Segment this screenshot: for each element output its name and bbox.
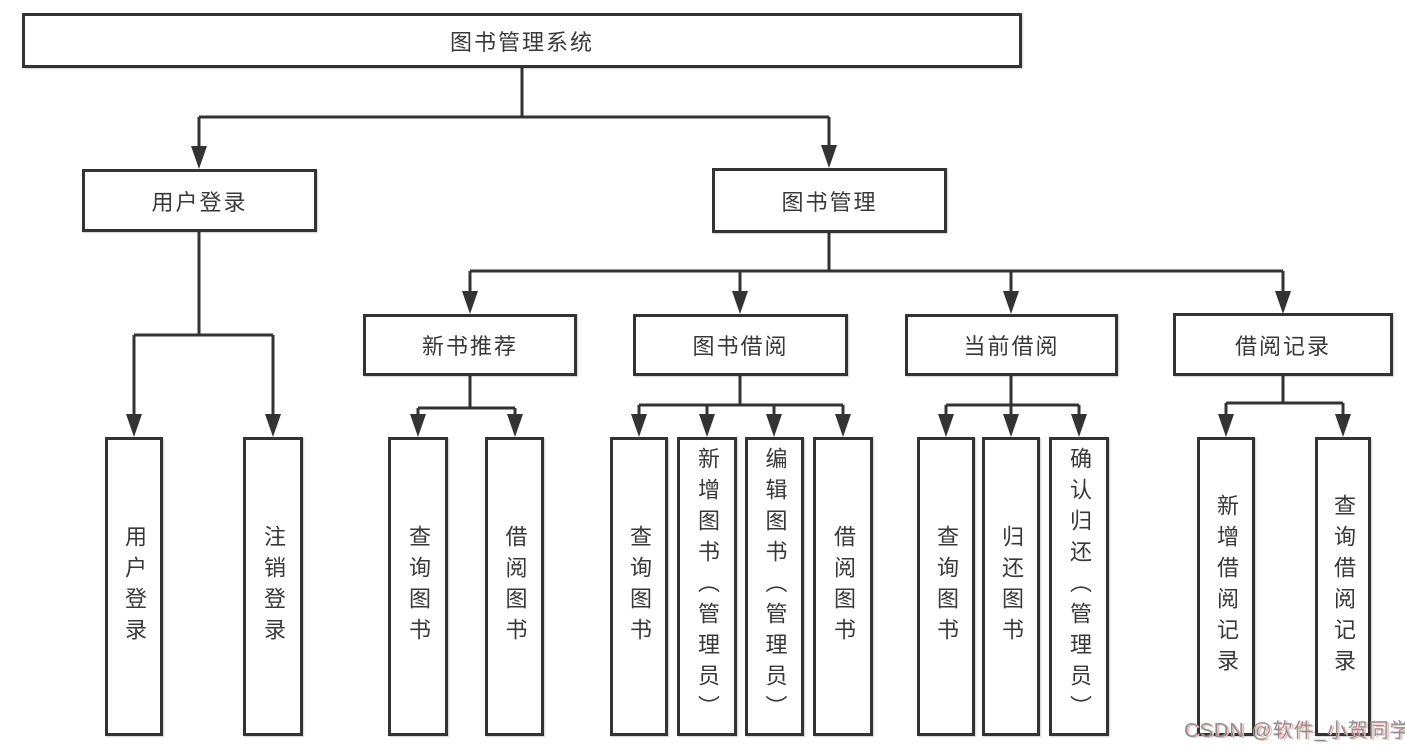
leaf-logout-login: 注销登录 bbox=[243, 437, 303, 736]
leaf-edit-books-admin-label: 编辑图书（管理员） bbox=[762, 447, 788, 726]
leaf-query-books-2-label: 查询图书 bbox=[627, 524, 652, 649]
leaf-borrow-books-2: 借阅图书 bbox=[813, 437, 873, 736]
node-new-book-recommend: 新书推荐 bbox=[363, 314, 577, 376]
node-user-login: 用户登录 bbox=[82, 169, 317, 232]
leaf-query-books-3: 查询图书 bbox=[917, 437, 975, 736]
csdn-watermark: CSDN @软件_小贺同学 bbox=[1184, 720, 1405, 742]
node-current-borrowing-label: 当前借阅 bbox=[963, 334, 1060, 359]
node-book-borrowing-label: 图书借阅 bbox=[692, 334, 789, 359]
leaf-user-login-label: 用户登录 bbox=[122, 524, 147, 649]
node-current-borrowing: 当前借阅 bbox=[905, 314, 1118, 376]
leaf-return-books-label: 归还图书 bbox=[999, 524, 1024, 649]
leaf-logout-login-label: 注销登录 bbox=[261, 524, 286, 649]
node-borrowing-records-label: 借阅记录 bbox=[1234, 333, 1331, 359]
node-book-borrowing: 图书借阅 bbox=[633, 314, 848, 376]
leaf-return-books: 归还图书 bbox=[982, 437, 1040, 736]
leaf-borrow-books-1-label: 借阅图书 bbox=[502, 524, 528, 649]
leaf-add-books-admin: 新增图书（管理员） bbox=[677, 437, 737, 736]
leaf-confirm-return-admin: 确认归还（管理员） bbox=[1049, 437, 1109, 736]
leaf-borrow-books-1: 借阅图书 bbox=[485, 437, 544, 736]
leaf-query-borrow-record: 查询借阅记录 bbox=[1315, 437, 1371, 736]
node-new-book-recommend-label: 新书推荐 bbox=[421, 334, 518, 359]
leaf-edit-books-admin: 编辑图书（管理员） bbox=[745, 437, 804, 736]
leaf-borrow-books-2-label: 借阅图书 bbox=[831, 524, 856, 649]
leaf-user-login: 用户登录 bbox=[105, 437, 163, 736]
leaf-query-books-1-label: 查询图书 bbox=[406, 524, 431, 649]
leaf-add-borrow-record-label: 新增借阅记录 bbox=[1214, 493, 1239, 680]
node-book-management-label: 图书管理 bbox=[781, 189, 878, 215]
leaf-query-books-3-label: 查询图书 bbox=[934, 524, 959, 649]
root-node-label: 图书管理系统 bbox=[449, 29, 594, 55]
node-user-login-label: 用户登录 bbox=[151, 189, 248, 215]
leaf-query-books-1: 查询图书 bbox=[388, 437, 448, 736]
leaf-confirm-return-admin-label: 确认归还（管理员） bbox=[1067, 447, 1092, 726]
leaf-add-borrow-record: 新增借阅记录 bbox=[1197, 437, 1255, 736]
leaf-query-books-2: 查询图书 bbox=[610, 437, 668, 736]
node-book-management: 图书管理 bbox=[712, 168, 947, 233]
leaf-add-books-admin-label: 新增图书（管理员） bbox=[695, 447, 720, 726]
root-node-library-management-system: 图书管理系统 bbox=[22, 13, 1022, 68]
leaf-query-borrow-record-label: 查询借阅记录 bbox=[1331, 493, 1356, 680]
node-borrowing-records: 借阅记录 bbox=[1173, 313, 1393, 376]
